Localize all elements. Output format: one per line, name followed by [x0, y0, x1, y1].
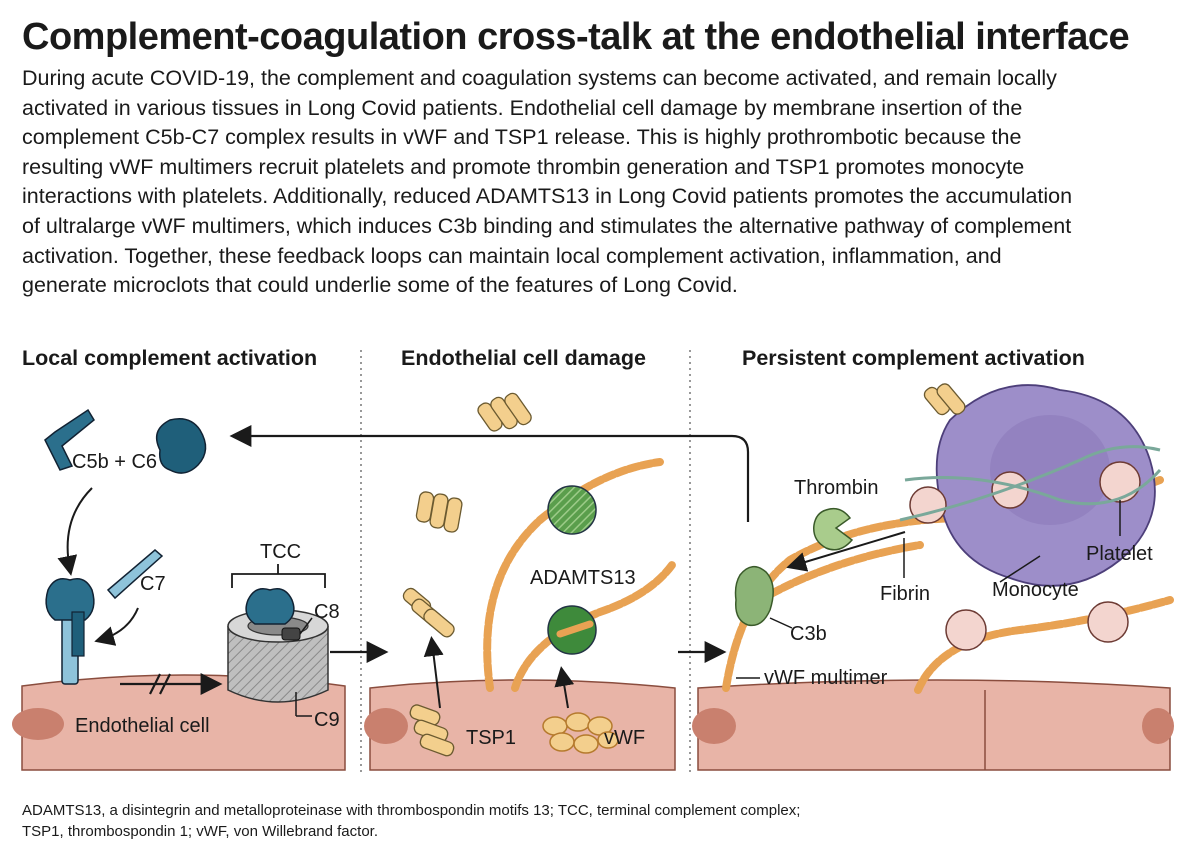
fibrin-strands [899, 445, 1162, 522]
release-arrow [423, 636, 444, 709]
label-c7: C7 [140, 573, 166, 595]
label-tsp1: TSP1 [466, 727, 516, 749]
description-line: of ultralarge vWF multimers, which induc… [22, 213, 1072, 238]
tsp1-molecule [923, 383, 966, 416]
c7-protein [106, 549, 164, 600]
label-vwf: vWF [604, 727, 645, 749]
panel-heading-damage: Endothelial cell damage [401, 346, 646, 370]
leader-lines [736, 500, 1121, 679]
description-paragraph: During acute COVID-19, the complement an… [22, 64, 1182, 301]
description-line: resulting vWF multimers recruit platelet… [22, 154, 1025, 179]
endothelium-panel-3 [692, 679, 1174, 771]
c5b-protein [44, 408, 95, 471]
panel-heading-local: Local complement activation [22, 346, 318, 370]
blocked-arrow [120, 673, 223, 695]
thrombin-enzyme [813, 507, 854, 551]
platelet [909, 461, 1141, 651]
tcc-pore [227, 588, 329, 703]
description-line: During acute COVID-19, the complement an… [22, 66, 1057, 90]
description-line: generate microclots that could underlie … [22, 273, 738, 298]
tsp1-molecule [402, 587, 455, 638]
label-endothelial-cell: Endothelial cell [75, 715, 210, 737]
c5b-c7-complex [45, 578, 95, 685]
caption-line: ADAMTS13, a disintegrin and metalloprote… [22, 802, 801, 819]
panel-heading-persistent: Persistent complement activation [742, 346, 1085, 370]
label-monocyte: Monocyte [992, 579, 1079, 601]
vwf-globule [542, 712, 619, 754]
label-fibrin: Fibrin [880, 583, 930, 605]
feedback-arrow [229, 425, 750, 522]
label-platelet: Platelet [1086, 543, 1153, 565]
caption-line: TSP1, thrombospondin 1; vWF, von Willebr… [22, 823, 378, 840]
label-adamts13: ADAMTS13 [530, 567, 636, 589]
label-tcc: TCC [260, 541, 301, 563]
description-line: activation. Together, these feedback loo… [22, 243, 1002, 268]
assembly-arrow [57, 487, 93, 576]
thrombin-arrow [786, 531, 906, 572]
description-line: complement C5b-C7 complex results in vWF… [22, 125, 1022, 150]
label-c8: C8 [314, 601, 340, 623]
c7-binding-arrow [94, 607, 139, 646]
adamts13-enzyme [547, 485, 597, 655]
description-line: interactions with platelets. Additionall… [22, 184, 1073, 209]
c3b-protein [734, 566, 774, 627]
tsp1-molecule [409, 704, 455, 757]
tsp1-molecule [415, 491, 463, 533]
c6-protein [155, 418, 207, 474]
label-c5b-c6: C5b + C6 [72, 451, 157, 473]
figure-title: Complement-coagulation cross-talk at the… [22, 16, 1130, 58]
label-c3b: C3b [790, 623, 827, 645]
description-line: activated in various tissues in Long Cov… [22, 95, 1023, 120]
tsp1-molecule [477, 392, 532, 432]
release-arrow [554, 666, 575, 709]
vwf-strand [483, 458, 676, 692]
label-c9: C9 [314, 709, 340, 731]
label-vwf-multimer: vWF multimer [764, 667, 888, 689]
caption: ADAMTS13, a disintegrin and metalloprote… [22, 800, 800, 842]
label-thrombin: Thrombin [794, 477, 878, 499]
